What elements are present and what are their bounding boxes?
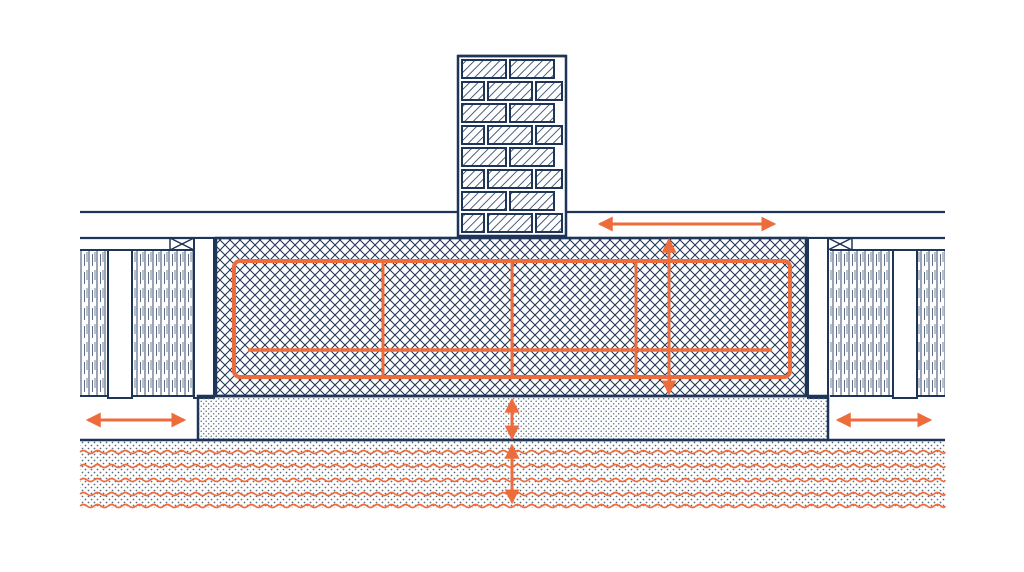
brick — [461, 213, 485, 233]
brick — [535, 213, 563, 233]
brick — [461, 103, 507, 123]
brick — [535, 169, 563, 189]
brick — [461, 59, 507, 79]
brick — [509, 191, 555, 211]
brick — [487, 169, 533, 189]
brick — [509, 147, 555, 167]
brick — [461, 81, 485, 101]
brick — [509, 103, 555, 123]
brick — [487, 213, 533, 233]
brick — [487, 125, 533, 145]
dimension-arrows — [85, 216, 933, 505]
brick-chimney — [456, 54, 568, 238]
brick — [461, 191, 507, 211]
brick-courses — [461, 59, 563, 233]
soil-wave-line — [79, 503, 946, 509]
brick — [461, 169, 485, 189]
brick — [535, 125, 563, 145]
left-timber-wall — [80, 237, 215, 399]
right-timber-wall — [807, 237, 945, 399]
brick — [487, 81, 533, 101]
brick — [509, 59, 555, 79]
brick — [461, 147, 507, 167]
rebar-cage — [232, 259, 792, 379]
brick — [461, 125, 485, 145]
brick — [535, 81, 563, 101]
